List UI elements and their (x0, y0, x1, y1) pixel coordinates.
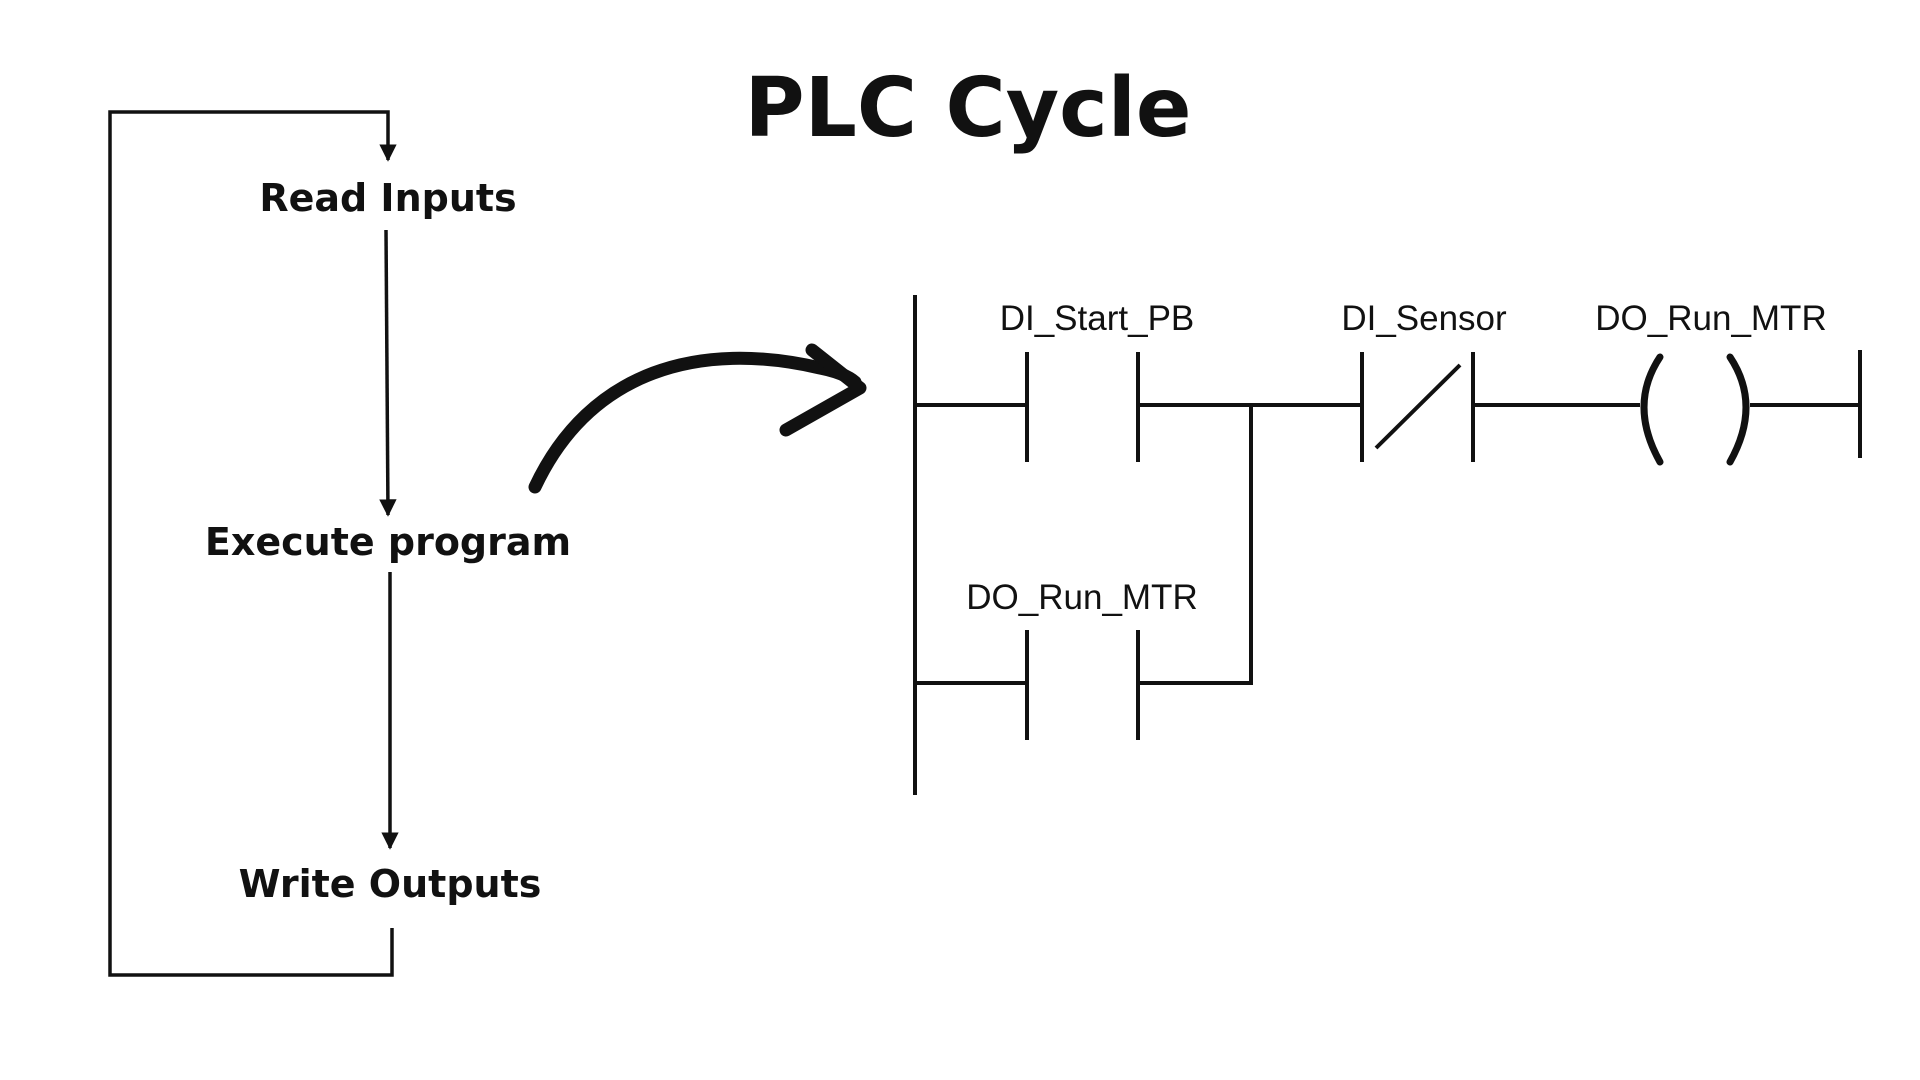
contact-di-sensor (1360, 352, 1475, 462)
contact-di-start-pb (1025, 352, 1140, 462)
ladder-diagram: DI_Start_PB DI_Sensor DO_Run_MTR DO_Run_… (913, 295, 1862, 795)
label-sealin-do-run-mtr: DO_Run_MTR (966, 578, 1197, 617)
step-write-outputs: Write Outputs (239, 862, 542, 906)
coil-do-run-mtr (1640, 353, 1750, 466)
label-di-sensor: DI_Sensor (1341, 299, 1507, 338)
label-di-start-pb: DI_Start_PB (1000, 299, 1195, 338)
diagram-title: PLC Cycle (744, 61, 1191, 156)
label-coil-do-run-mtr: DO_Run_MTR (1595, 299, 1826, 338)
contact-do-run-mtr-sealin (1025, 630, 1140, 740)
curved-arrow (528, 343, 867, 494)
step-execute-program: Execute program (205, 520, 571, 564)
arrow-read-to-execute (379, 229, 397, 517)
cycle-return-line (108, 110, 397, 977)
cycle-flow: Read Inputs Execute program Write Output… (108, 110, 571, 977)
step-read-inputs: Read Inputs (259, 176, 516, 220)
